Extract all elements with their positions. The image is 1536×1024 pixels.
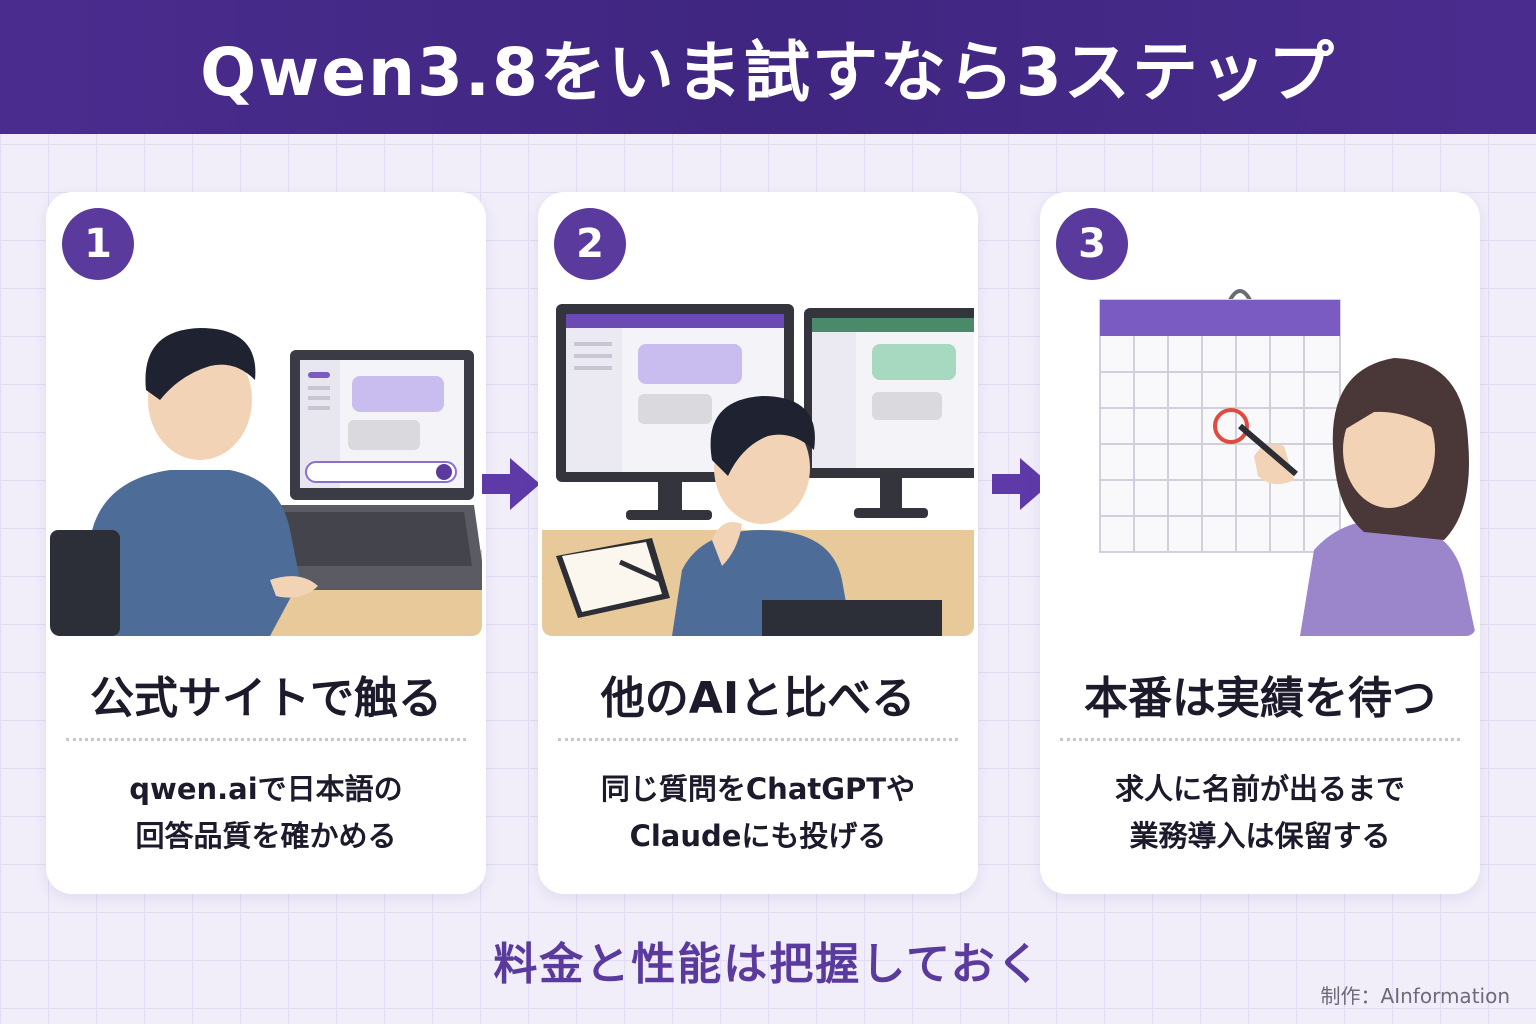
step-desc-1: qwen.aiで日本語の 回答品質を確かめる [46, 766, 486, 860]
step-title-1: 公式サイトで触る [90, 673, 442, 724]
divider [1060, 738, 1460, 741]
step-desc-3: 求人に名前が出るまで 業務導入は保留する [1040, 766, 1480, 860]
step-desc-2: 同じ質問をChatGPTや Claudeにも投げる [538, 766, 978, 860]
step-card-3: 3 [1040, 192, 1480, 894]
step-title-3: 本番は実績を待つ [1084, 673, 1436, 724]
step-desc-2-line1: 同じ質問をChatGPTや [600, 772, 916, 806]
step-desc-1-line2: 回答品質を確かめる [135, 818, 397, 853]
divider [66, 738, 466, 741]
step-desc-2-line2: Claudeにも投げる [629, 818, 887, 853]
laptop-user-illustration [50, 280, 482, 636]
calendar-woman-illustration [1044, 280, 1476, 636]
step-desc-1-line1: qwen.aiで日本語の [129, 772, 403, 806]
right-arrow-icon [992, 458, 1050, 510]
step-desc-3-line2: 業務導入は保留する [1129, 818, 1391, 853]
step-badge-3: 3 [1056, 208, 1128, 280]
right-arrow-icon [482, 458, 540, 510]
divider [558, 738, 958, 741]
step-badge-1: 1 [62, 208, 134, 280]
page-title: Qwen3.8をいま試すなら3ステップ [200, 34, 1336, 111]
dual-monitor-illustration [542, 280, 974, 636]
step-desc-3-line1: 求人に名前が出るまで [1114, 772, 1405, 806]
footer-note: 料金と性能は把握しておく [493, 939, 1043, 990]
step-title-2: 他のAIと比べる [600, 673, 916, 724]
credit-text: 制作：AInformation [1320, 984, 1510, 1008]
step-card-1: 1 公式サイトで触る [46, 192, 486, 894]
step-badge-2: 2 [554, 208, 626, 280]
step-card-2: 2 [538, 192, 978, 894]
header-banner: Qwen3.8をいま試すなら3ステップ [0, 0, 1536, 134]
